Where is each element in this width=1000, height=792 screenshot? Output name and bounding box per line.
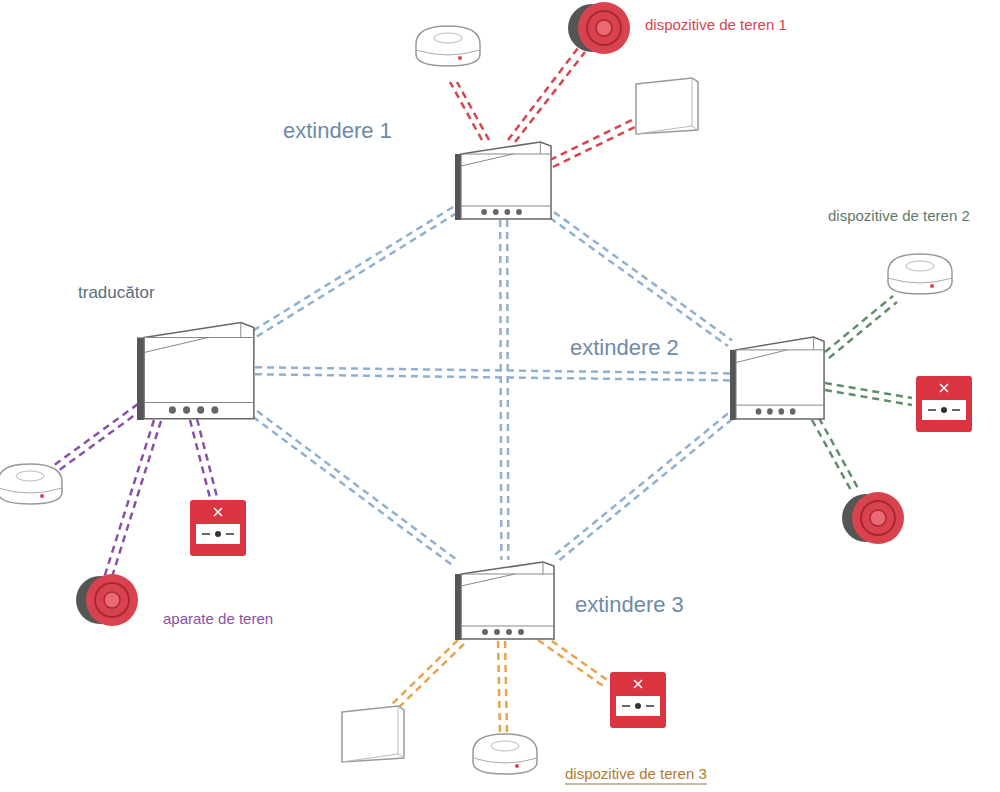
bus-connector xyxy=(500,220,508,560)
siren xyxy=(76,2,904,626)
device-box xyxy=(455,560,555,640)
device-box xyxy=(730,335,825,420)
bus-connector xyxy=(255,367,730,380)
device-box xyxy=(455,140,552,220)
extension-unit: extindere 3 xyxy=(455,560,555,640)
translator-unit: traducător xyxy=(137,320,255,420)
bus-connector xyxy=(253,207,457,337)
extension-unit: extindere 1 xyxy=(455,140,552,220)
bus-connector xyxy=(550,212,732,346)
bus-connector xyxy=(552,414,732,563)
device-box xyxy=(137,320,255,420)
smoke-detector xyxy=(0,26,952,774)
field-device-label: dispozitive de teren 3 xyxy=(565,765,707,785)
field-device-label: dispozitive de teren 1 xyxy=(645,16,787,33)
io-module xyxy=(342,78,698,762)
unit-label: extindere 3 xyxy=(575,592,684,618)
bus-connector xyxy=(253,411,457,565)
unit-label: traducător xyxy=(78,283,155,303)
field-device-label: aparate de teren xyxy=(163,610,273,627)
unit-label: extindere 1 xyxy=(283,118,392,144)
unit-label: extindere 2 xyxy=(570,335,679,361)
extension-unit: extindere 2 xyxy=(730,335,825,420)
call-point xyxy=(190,376,972,728)
field-device-label: dispozitive de teren 2 xyxy=(828,207,970,224)
